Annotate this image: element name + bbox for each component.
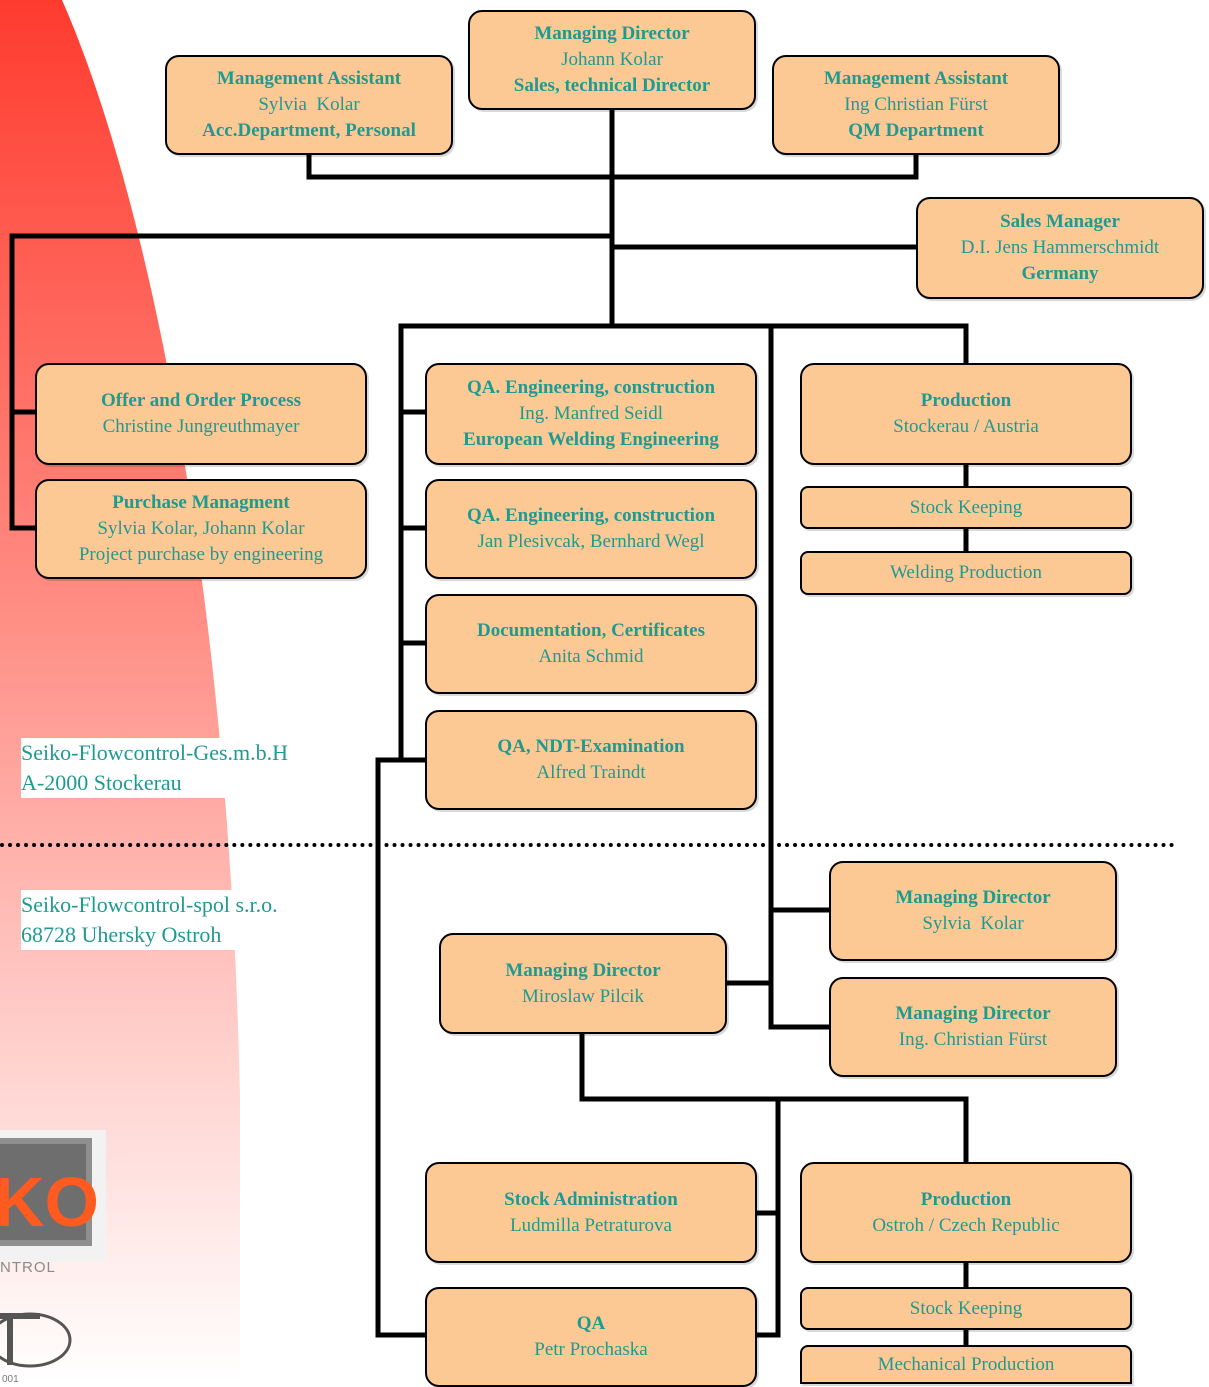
box-title: Production [920, 390, 1012, 411]
tuv-cert-icon [0, 1312, 72, 1368]
box-name: Ostroh / Czech Republic [872, 1214, 1060, 1236]
box-name: Ing Christian Fürst [844, 94, 988, 115]
box-stock-administration: Stock Administration Ludmilla Petraturov… [425, 1162, 757, 1263]
box-name: Miroslaw Pilcik [522, 985, 644, 1007]
site-czech-address: 68728 Uhersky Ostroh [21, 922, 222, 947]
box-role: Germany [1021, 263, 1099, 284]
box-managing-director-pilcik: Managing Director Miroslaw Pilcik [439, 933, 727, 1034]
box-title: Documentation, Certificates [477, 620, 705, 641]
box-sales-manager: Sales Manager D.I. Jens Hammerschmidt Ge… [916, 197, 1204, 299]
box-title: Production [920, 1188, 1012, 1210]
box-name: Ing. Christian Fürst [898, 1029, 1048, 1050]
box-name: Johann Kolar [561, 49, 663, 70]
logo-cert-text: 001 [2, 1374, 19, 1384]
box-stock-keeping-austria: Stock Keeping [800, 486, 1132, 529]
box-qa-ndt-examination: QA, NDT-Examination Alfred Traindt [425, 710, 757, 810]
box-name: Christine Jungreuthmayer [102, 416, 300, 437]
box-title: Purchase Managment [112, 492, 290, 513]
box-name: Petr Prochaska [534, 1339, 648, 1360]
box-managing-director-fuerst: Managing Director Ing. Christian Fürst [829, 977, 1117, 1077]
box-qa-engineering-2: QA. Engineering, construction Jan Plesiv… [425, 479, 757, 579]
box-name: Stockerau / Austria [893, 416, 1039, 437]
box-name: Jan Plesivcak, Bernhard Wegl [477, 531, 705, 552]
box-management-assistant-left: Management Assistant Sylvia Kolar Acc.De… [165, 55, 453, 155]
box-title: Managing Director [505, 959, 661, 981]
box-name: D.I. Jens Hammerschmidt [960, 237, 1160, 258]
box-title: QA [576, 1313, 606, 1334]
box-title: QA. Engineering, construction [466, 377, 716, 398]
logo-brand-text: KO [0, 1163, 99, 1241]
box-purchase-management: Purchase Managment Sylvia Kolar, Johann … [35, 479, 367, 579]
box-title: Offer and Order Process [101, 390, 301, 411]
box-role: Sales, technical Director [513, 75, 711, 96]
box-qa-engineering-1: QA. Engineering, construction Ing. Manfr… [425, 363, 757, 465]
site-czech-company: Seiko-Flowcontrol-spol s.r.o. [21, 892, 278, 917]
box-title: Managing Director [895, 1003, 1051, 1024]
box-welding-production: Welding Production [800, 551, 1132, 595]
box-stock-keeping-czech: Stock Keeping [800, 1287, 1132, 1330]
site-label-austria: Seiko-Flowcontrol-Ges.m.b.H A-2000 Stock… [21, 738, 295, 798]
box-label: Mechanical Production [877, 1353, 1055, 1375]
box-name: Sylvia Kolar [258, 94, 360, 115]
box-label: Stock Keeping [909, 1297, 1023, 1319]
box-production-czech: Production Ostroh / Czech Republic [800, 1162, 1132, 1263]
box-title: Managing Director [895, 887, 1051, 908]
site-separator [0, 843, 1175, 847]
box-title: Management Assistant [823, 68, 1009, 89]
box-title: QA. Engineering, construction [466, 505, 716, 526]
box-role: QM Department [848, 120, 984, 141]
site-label-czech: Seiko-Flowcontrol-spol s.r.o. 68728 Uher… [21, 890, 284, 950]
site-austria-company: Seiko-Flowcontrol-Ges.m.b.H [21, 740, 289, 765]
box-role: European Welding Engineering [463, 429, 719, 450]
box-name: Sylvia Kolar [922, 913, 1024, 934]
box-name: Sylvia Kolar, Johann Kolar [97, 518, 305, 539]
box-role: Acc.Department, Personal [202, 120, 416, 141]
box-offer-order-process: Offer and Order Process Christine Jungre… [35, 363, 367, 465]
box-managing-director-austria: Managing Director Johann Kolar Sales, te… [468, 10, 756, 110]
company-logo: KO NTROL 001 [0, 1130, 106, 1384]
box-mechanical-production: Mechanical Production [800, 1345, 1132, 1384]
box-name: Ing. Manfred Seidl [518, 403, 664, 424]
box-note: Project purchase by engineering [78, 544, 324, 565]
box-title: Management Assistant [216, 68, 402, 89]
box-title: Stock Administration [504, 1188, 678, 1210]
box-production-austria: Production Stockerau / Austria [800, 363, 1132, 465]
box-managing-director-kolar: Managing Director Sylvia Kolar [829, 861, 1117, 961]
box-title: Sales Manager [1000, 211, 1120, 232]
box-label: Welding Production [889, 562, 1043, 583]
box-label: Stock Keeping [909, 496, 1023, 518]
box-title: Managing Director [534, 23, 690, 44]
logo-sub-text: NTROL [0, 1259, 56, 1276]
box-name: Ludmilla Petraturova [510, 1214, 672, 1236]
box-name: Anita Schmid [538, 646, 644, 667]
box-management-assistant-right: Management Assistant Ing Christian Fürst… [772, 55, 1060, 155]
site-austria-address: A-2000 Stockerau [21, 770, 182, 795]
box-title: QA, NDT-Examination [497, 736, 685, 757]
box-documentation: Documentation, Certificates Anita Schmid [425, 594, 757, 694]
box-name: Alfred Traindt [536, 762, 646, 783]
box-qa-czech: QA Petr Prochaska [425, 1287, 757, 1387]
